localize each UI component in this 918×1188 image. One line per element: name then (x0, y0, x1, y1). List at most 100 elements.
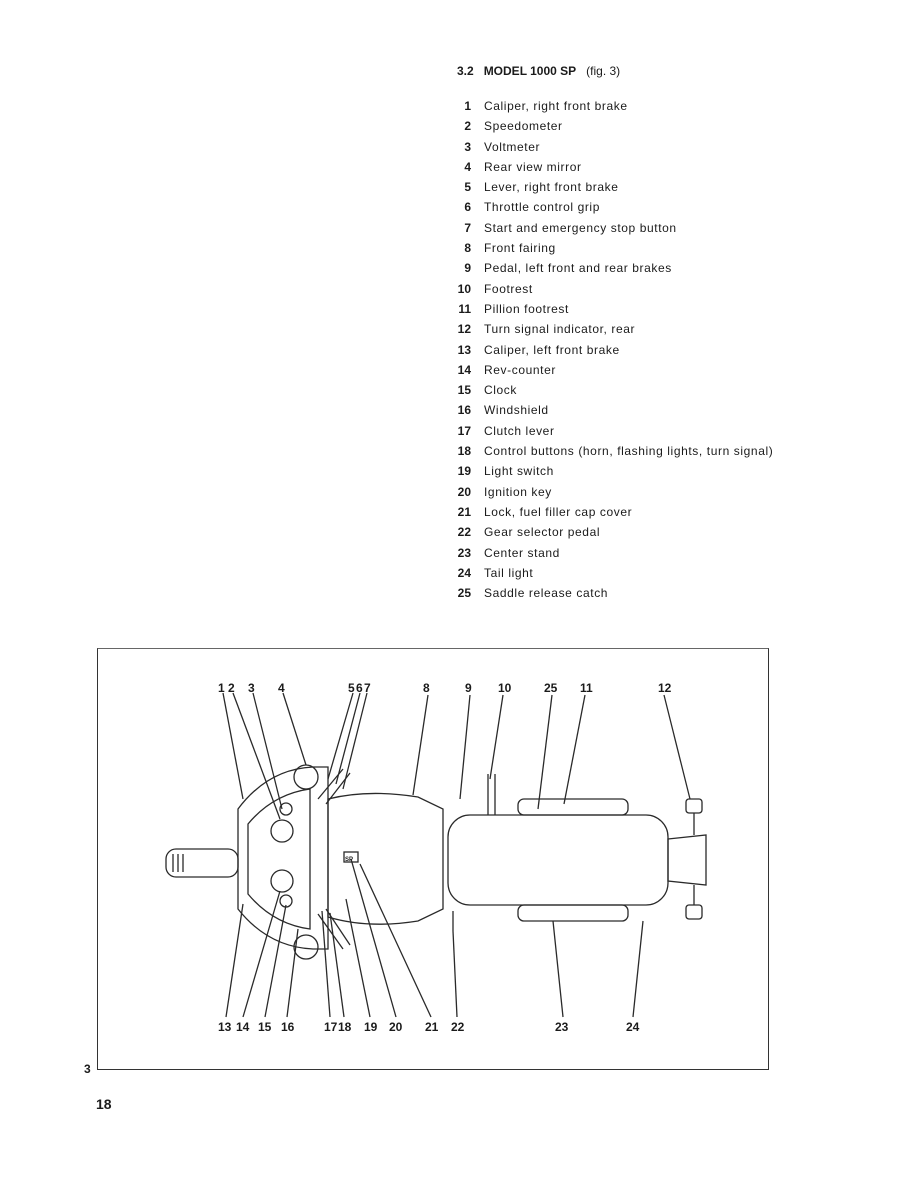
callout-22: 22 (451, 1020, 465, 1034)
callouts-bottom: 13 14 15 16 17 18 19 20 21 22 23 24 (218, 1020, 640, 1034)
part-label: Tail light (484, 565, 534, 580)
parts-list-item: 19 Light switch (447, 461, 773, 481)
part-label: Clock (484, 383, 518, 398)
parts-list-item: 14 Rev-counter (447, 360, 773, 380)
callouts-top: 1 2 3 4 5 6 7 8 9 10 25 11 12 (218, 681, 672, 695)
callout-8: 8 (423, 681, 430, 695)
callout-6: 6 (356, 681, 363, 695)
callout-10: 10 (498, 681, 512, 695)
part-number: 19 (457, 464, 471, 479)
callout-17: 17 (324, 1020, 338, 1034)
part-label: Light switch (484, 464, 554, 479)
right-mirror-drawing (293, 764, 319, 790)
part-number: 14 (457, 362, 471, 377)
callout-2: 2 (228, 681, 235, 695)
callout-19: 19 (364, 1020, 378, 1034)
part-label: Clutch lever (484, 423, 555, 438)
parts-list-item: 18 Control buttons (horn, flashing lights… (447, 441, 773, 461)
part-label: Lever, right front brake (484, 180, 619, 195)
parts-list-item: 10 Footrest (447, 279, 773, 299)
callout-25: 25 (544, 681, 558, 695)
part-number: 15 (457, 383, 471, 398)
part-label: Caliper, right front brake (484, 99, 628, 113)
parts-list-item: 3 Voltmeter (447, 137, 773, 157)
callout-12: 12 (658, 681, 672, 695)
part-number: 10 (457, 281, 471, 296)
callout-4: 4 (278, 681, 285, 695)
part-label: Gear selector pedal (484, 525, 601, 540)
parts-list-item: 7 Start and emergency stop button (447, 218, 773, 238)
part-number: 3 (464, 139, 471, 154)
part-label: Ignition key (484, 484, 552, 499)
callout-14: 14 (236, 1020, 250, 1034)
part-label: Caliper, left front brake (484, 342, 620, 357)
part-number: 5 (464, 180, 471, 195)
part-number: 4 (464, 159, 471, 174)
parts-list-item: 4 Rear view mirror (447, 157, 773, 177)
parts-list-item: 1 Caliper, right front brake (447, 96, 773, 116)
figure-number: 3 (84, 1062, 91, 1076)
part-number: 23 (457, 545, 471, 560)
part-number: 17 (457, 423, 471, 438)
part-number: 7 (464, 220, 471, 235)
callout-15: 15 (258, 1020, 272, 1034)
callout-11: 11 (580, 681, 593, 695)
part-number: 25 (457, 586, 471, 601)
part-label: Rear view mirror (484, 159, 582, 174)
part-label: Voltmeter (484, 139, 541, 154)
callout-24: 24 (626, 1020, 640, 1034)
part-number: 20 (457, 484, 471, 499)
part-label: Windshield (484, 403, 549, 418)
part-number: 8 (464, 241, 471, 256)
callout-13: 13 (218, 1020, 232, 1034)
page-number: 18 (96, 1096, 112, 1112)
callout-1: 1 (218, 681, 225, 695)
part-number: 24 (457, 565, 471, 580)
motorcycle-diagram: 1 2 3 4 5 6 7 8 9 10 25 11 12 13 14 15 1… (165, 681, 707, 1034)
callout-9: 9 (465, 681, 472, 695)
parts-list-item: 13 Caliper, left front brake (447, 340, 773, 360)
motorcycle-top-view-figure: 1 2 3 4 5 6 7 8 9 10 25 11 12 13 14 15 1… (97, 648, 769, 1070)
left-mirror-drawing (293, 934, 319, 960)
part-number: 18 (457, 444, 471, 459)
part-label: Turn signal indicator, rear (484, 322, 636, 337)
seat-drawing (447, 814, 669, 906)
callout-7: 7 (364, 681, 371, 695)
part-number: 9 (464, 261, 471, 276)
parts-list-item: 5 Lever, right front brake (447, 177, 773, 197)
fairing-drawing (237, 766, 329, 950)
part-number: 13 (457, 342, 471, 357)
part-label: Control buttons (horn, flashing lights, … (484, 444, 774, 459)
parts-list-item: 8 Front fairing (447, 238, 773, 258)
parts-list-item: 20 Ignition key (447, 482, 773, 502)
parts-list-item: 15 Clock (447, 380, 773, 400)
part-label: Footrest (484, 281, 533, 296)
part-number: 1 (464, 99, 471, 113)
part-label: Front fairing (484, 241, 556, 256)
part-label: Saddle release catch (484, 586, 609, 601)
parts-list-item: 25 Saddle release catch (447, 583, 773, 603)
tank-badge: SP (345, 857, 353, 863)
part-label: Pedal, left front and rear brakes (484, 261, 672, 276)
part-number: 21 (457, 504, 471, 519)
callout-18: 18 (338, 1020, 352, 1034)
tail-light-drawing (667, 834, 707, 886)
rev-counter-drawing (270, 869, 294, 893)
part-label: Throttle control grip (484, 200, 600, 215)
parts-list-item: 24 Tail light (447, 563, 773, 583)
section-title: MODEL 1000 SP (483, 64, 577, 78)
part-label: Start and emergency stop button (484, 220, 677, 235)
front-tire-drawing (165, 848, 239, 878)
part-number: 2 (464, 119, 471, 134)
callout-21: 21 (425, 1020, 439, 1034)
parts-list-item: 17 Clutch lever (447, 421, 773, 441)
part-label: Rev-counter (484, 362, 556, 377)
